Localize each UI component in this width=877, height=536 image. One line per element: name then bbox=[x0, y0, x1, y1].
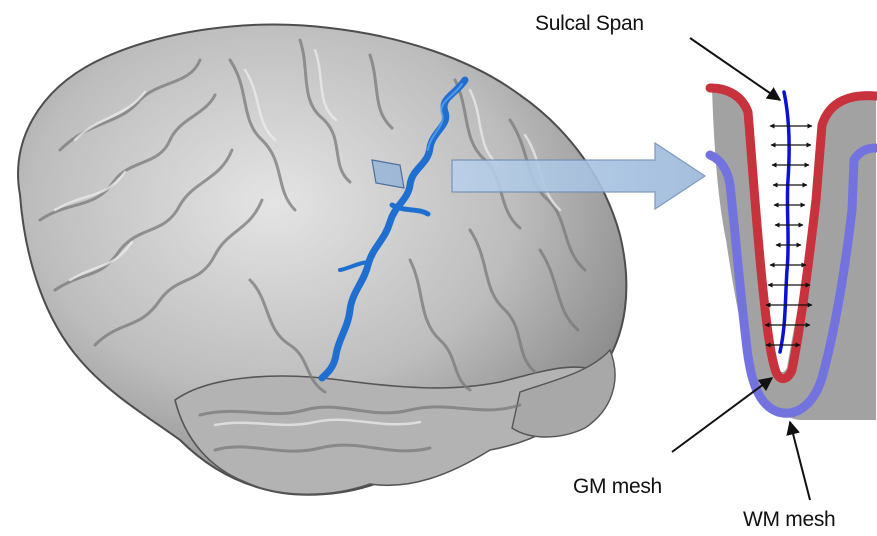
gm-mesh-pointer bbox=[672, 378, 772, 452]
sulcus-cross-section bbox=[710, 88, 876, 420]
wm-mesh-pointer bbox=[790, 422, 810, 500]
brain-surface bbox=[18, 25, 626, 495]
sulcal-span-line bbox=[780, 92, 789, 352]
wm-mesh-label: WM mesh bbox=[743, 508, 835, 532]
sulcal-span-label: Sulcal Span bbox=[535, 12, 644, 36]
gm-mesh-label: GM mesh bbox=[573, 475, 662, 499]
